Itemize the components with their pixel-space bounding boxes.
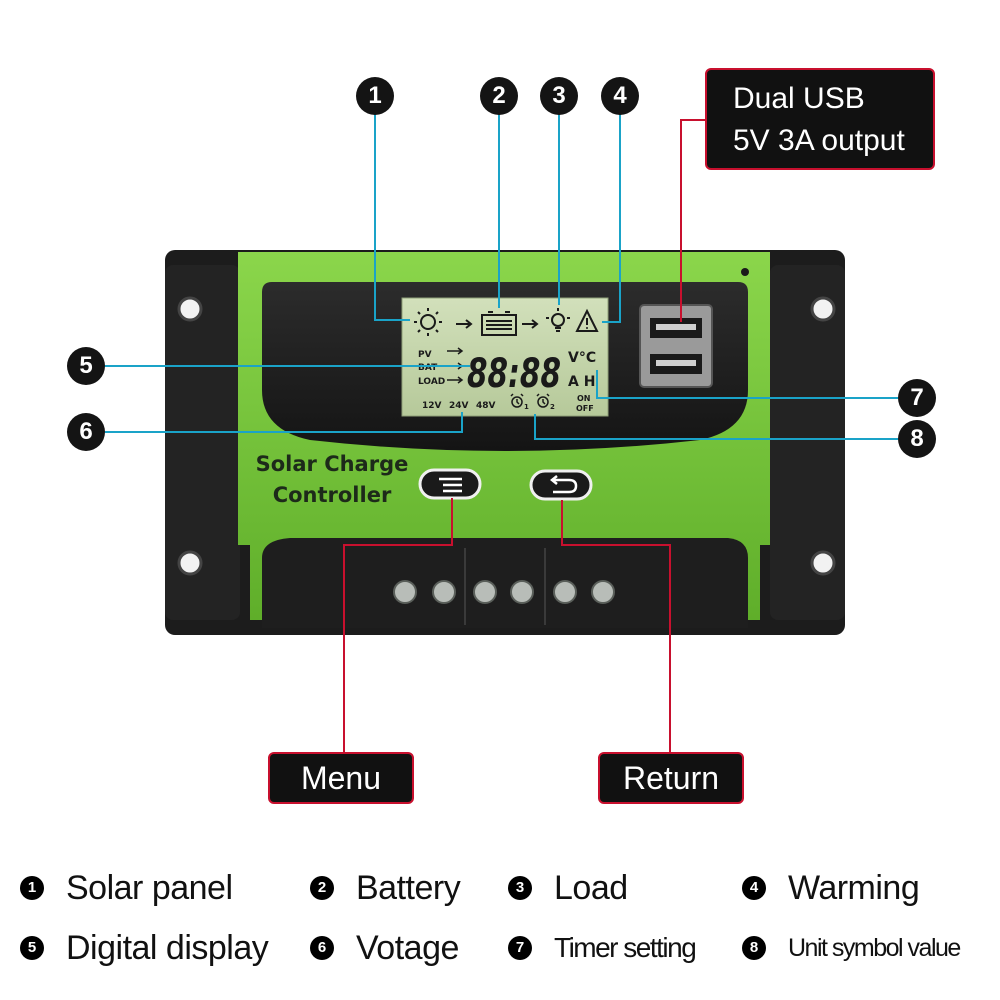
battery-icon [481, 311, 517, 336]
lcd-digits: 88:88 [467, 351, 561, 397]
lcd-unit-temp: V°C [568, 350, 596, 366]
lcd-load-label: LOAD [418, 377, 445, 387]
timer2-icon [536, 393, 550, 408]
lcd-off-label: OFF [576, 404, 594, 413]
return-callout-label: Return [622, 760, 720, 796]
legend-text: Battery [356, 868, 461, 907]
lcd-content: PV BAT LOAD 88:88 V°C A H 12V 24V 48V 1 … [414, 308, 599, 413]
marker-3: 3 [540, 77, 578, 115]
return-button[interactable] [529, 469, 593, 501]
return-icon [549, 475, 578, 494]
leader-lines-blue [105, 112, 898, 440]
mount-hole [177, 550, 203, 576]
marker-6: 6 [67, 413, 105, 451]
marker-2: 2 [480, 77, 518, 115]
terminal-block [262, 538, 748, 628]
legend-text: Votage [356, 928, 459, 967]
legend-item-load: 3 Load [508, 868, 628, 908]
lcd-12v: 12V [422, 401, 442, 411]
lcd-on-label: ON [577, 394, 591, 403]
usb-callout: Dual USB 5V 3A output [705, 68, 935, 170]
lcd-48v: 48V [476, 401, 496, 411]
legend-item-unit-symbol-value: 8 Unit symbol value [742, 928, 961, 968]
usb-ports [639, 304, 713, 388]
warning-icon [575, 308, 599, 332]
menu-button[interactable] [418, 468, 482, 500]
legend-num: 8 [742, 936, 766, 960]
marker-7: 7 [898, 379, 936, 417]
legend-num: 6 [310, 936, 334, 960]
menu-callout-label: Menu [300, 760, 382, 796]
bulb-icon [546, 308, 570, 332]
legend-text: Timer setting [554, 932, 697, 963]
device-label-line2: Controller [273, 483, 392, 507]
mount-hole [177, 296, 203, 322]
legend-text: Solar panel [66, 868, 233, 907]
lcd-24v: 24V [449, 401, 469, 411]
marker-1: 1 [356, 77, 394, 115]
indicator-led [741, 268, 749, 276]
marker-4: 4 [601, 77, 639, 115]
menu-callout: Menu [268, 752, 414, 804]
terminal-screw [591, 580, 615, 604]
mount-hole [810, 550, 836, 576]
usb-callout-line2: 5V 3A output [733, 124, 905, 157]
device-label-line1: Solar Charge [256, 452, 409, 476]
terminal-screw [432, 580, 456, 604]
legend-num: 2 [310, 876, 334, 900]
terminal-screw [553, 580, 577, 604]
legend-num: 1 [20, 876, 44, 900]
legend-item-warming: 4 Warming [742, 868, 920, 908]
lcd-pv-label: PV [418, 350, 432, 360]
marker-5: 5 [67, 347, 105, 385]
legend-item-votage: 6 Votage [310, 928, 459, 968]
usb-callout-line1: Dual USB [733, 82, 865, 115]
return-callout: Return [598, 752, 744, 804]
legend-num: 7 [508, 936, 532, 960]
timer1-sub: 1 [524, 403, 529, 411]
leader-lines-red [343, 119, 705, 755]
legend-text: Load [554, 868, 628, 907]
terminal-screw [393, 580, 417, 604]
legend-num: 4 [742, 876, 766, 900]
legend-text: Digital display [66, 928, 269, 967]
menu-icon [439, 477, 462, 493]
terminal-screw [510, 580, 534, 604]
lcd-screen [401, 297, 609, 417]
sun-icon [414, 308, 442, 336]
lcd-bat-label: BAT [418, 363, 438, 373]
timer1-icon [510, 393, 524, 408]
legend-item-solar-panel: 1 Solar panel [20, 868, 233, 908]
lcd-unit-ah: A H [568, 374, 595, 390]
legend-text: Unit symbol value [788, 933, 961, 962]
legend-item-battery: 2 Battery [310, 868, 461, 908]
mount-hole [810, 296, 836, 322]
terminal-screw [473, 580, 497, 604]
legend-num: 5 [20, 936, 44, 960]
marker-8: 8 [898, 420, 936, 458]
timer2-sub: 2 [550, 403, 555, 411]
legend-item-digital-display: 5 Digital display [20, 928, 269, 968]
legend-num: 3 [508, 876, 532, 900]
legend-text: Warming [788, 868, 920, 907]
legend-item-timer-setting: 7 Timer setting [508, 928, 697, 968]
